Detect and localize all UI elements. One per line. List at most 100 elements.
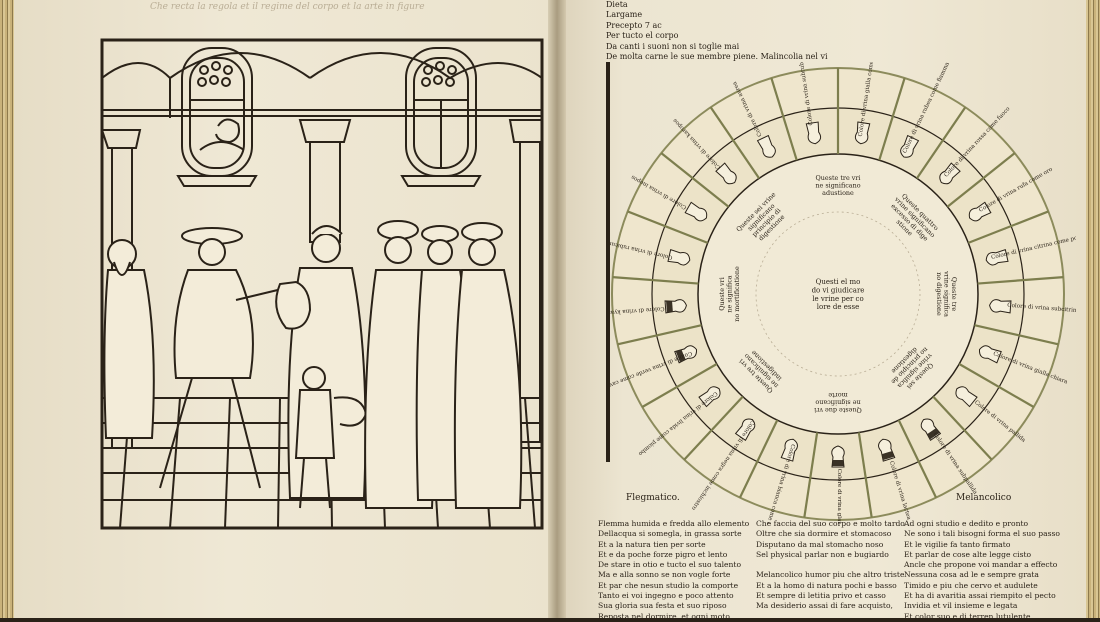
poem-line: Flemma humida e fredda allo elemento [598, 519, 750, 528]
wheel-segment-divider [878, 77, 906, 161]
verse-line: Da canti i suoni non si toglie mai [606, 41, 740, 51]
running-head: Che recta la regola et il regime del cor… [150, 2, 425, 12]
urine-flask-icon [698, 386, 721, 408]
urine-flask-icon [989, 299, 1012, 314]
urine-flask-icon [878, 438, 896, 462]
urine-flask-icon [985, 249, 1009, 266]
wheel-segment-divider [803, 432, 819, 518]
wheel-segment-divider [770, 77, 798, 161]
verse-line: Per tucto el corpo [606, 31, 679, 41]
urine-flask-icon [920, 418, 942, 442]
urine-flask-icon [734, 418, 756, 442]
poem-line: Nessuna cosa ad le e sempre grata [904, 570, 1039, 580]
poem-line: Tanto ei voi ingegno e poco attento [598, 591, 734, 601]
poem-line: Et parlar de cose alte legge cisto [904, 549, 1032, 559]
poem-line: De stare in otio e tucto el suo talento [598, 560, 742, 570]
woodcut-illustration [100, 38, 544, 530]
poem-line: Reposta nel dormire, et ogni moto [598, 611, 730, 621]
urine-flask-icon [667, 249, 691, 266]
poem-line: Et par che nesun studio la comporte [598, 580, 739, 590]
wheel-segment-divider [958, 363, 1035, 408]
wheel-inner-text: Queste vrine significano mortificatione [718, 266, 741, 322]
urine-flask-icon [968, 201, 992, 222]
wheel-segment-label: Colore di vrina glauca [836, 469, 842, 524]
humor-label-melancolico: Melancolico [956, 493, 1012, 503]
urine-flask-icon [780, 438, 798, 462]
poem-line: Ma desiderio assai di fare acquisto, [756, 601, 893, 611]
book-gutter [548, 0, 566, 618]
poem-line: Et color suo e di terren lutulente [904, 611, 1031, 621]
poem-line: Ancle che propone voi mandar a effecto [904, 560, 1058, 570]
poem-line: Melancolico humor piu che altro triste [756, 570, 905, 580]
urine-flask-icon [684, 201, 708, 222]
wheel-segment-divider [612, 276, 699, 285]
wheel-segment-divider [617, 324, 702, 346]
poem-line: Et a la homo di natura pochi e basso [756, 580, 897, 590]
verse-line: Largame [606, 10, 643, 20]
wheel-segment-divider [967, 210, 1049, 244]
urine-flask-icon [939, 162, 961, 185]
poem-line: Timido e piu che cervo et audulete [904, 580, 1038, 590]
poem-line: Disputano da mal stomacho noso [756, 539, 884, 549]
poem-line: Et sempre di letitia privo et casso [756, 591, 886, 601]
poem-column-2: Che faccia del suo corpo e molto tardo O… [756, 519, 905, 612]
wheel-center-guide [755, 211, 921, 377]
poem-line: Invidia et vil insieme e legata [904, 601, 1018, 611]
urine-flask-icon [674, 345, 698, 364]
poem-line: Ma e alla sonno se non vogle forte [598, 570, 731, 580]
poem-line: Et le vigilie fa tanto firmato [904, 539, 1011, 549]
verses-top: Dieta Largame Precepto 7 ac Per tucto el… [606, 0, 828, 62]
book-edge-left [0, 0, 16, 618]
wheel-left-rule [606, 62, 610, 462]
poem-line: Oltre che sia dormire et stomacoso [756, 529, 892, 539]
wheel-segment-divider [709, 106, 761, 179]
wheel-segment-label: Colore di vrina kyanos [606, 305, 665, 316]
poem-line: Che faccia del suo corpo e molto tardo [756, 519, 905, 528]
urine-flask-icon [715, 162, 737, 185]
poem-line: Ad ogni studio e dedito e pronto [904, 519, 1029, 528]
wheel-inner-text: Queste due vrine significanomorte [814, 391, 862, 414]
humor-label-flegmatico: Flegmatico. [626, 493, 680, 503]
urine-flask-icon [900, 134, 920, 158]
poem-column-3: Ad ogni studio e dedito e pronto Ne sono… [904, 519, 1060, 622]
poem-line: Et ha di avaritia assai riempito el pect… [904, 591, 1056, 601]
wheel-inner-text: Queste quattrovrine significanoexcesso d… [882, 189, 942, 249]
verse-line: De molta carne le sue membre piene. Mali… [606, 52, 828, 62]
wheel-segment-divider [857, 432, 873, 518]
verse-line: Dieta [606, 0, 628, 9]
urine-flask-icon [854, 121, 871, 145]
urine-flask-icon [955, 386, 978, 408]
wheel-segment-divider [897, 419, 938, 499]
book-edge-right [1086, 0, 1100, 618]
urine-flask-icon [831, 445, 845, 468]
wheel-segment-divider [974, 324, 1059, 346]
poem-line: Et a la natura tien per sorte [598, 539, 706, 549]
wheel-inner-text: Queste trevrine significano digestione [935, 270, 958, 317]
wheel-segment-divider [977, 276, 1064, 285]
wheel-segment-label: Colore di vrina subcitrina [1007, 303, 1076, 314]
urine-flask-icon [805, 121, 822, 145]
poem-line: Et e da poche forze pigro et lento [598, 549, 728, 559]
urine-flask-icon [978, 345, 1002, 364]
wheel-segment-divider [946, 152, 1016, 208]
poem-line: Dellacqua si somegla, in grassa sorte [598, 529, 742, 539]
poem-line: Sel physical parlar non e bugiardo [756, 549, 889, 559]
wheel-segment-divider [915, 106, 967, 179]
wheel-segment-divider [660, 152, 730, 208]
urine-flask-icon [664, 299, 687, 314]
urine-flask-icon [756, 134, 776, 158]
wheel-segment-divider [683, 395, 744, 461]
wheel-segment-divider [641, 363, 718, 408]
poem-column-1: Flemma humida e fredda allo elemento Del… [598, 519, 750, 622]
wheel-segment-divider [627, 210, 709, 244]
verse-line: Precepto 7 ac [606, 20, 662, 30]
poem-line: Sua gloria sua festa et suo riposo [598, 601, 727, 611]
poem-line: Ne sono i tali bisogni forma el suo pass… [904, 529, 1060, 539]
wheel-segment-divider [738, 419, 779, 499]
poem-line [756, 560, 896, 570]
wheel-segment-divider [932, 395, 993, 461]
